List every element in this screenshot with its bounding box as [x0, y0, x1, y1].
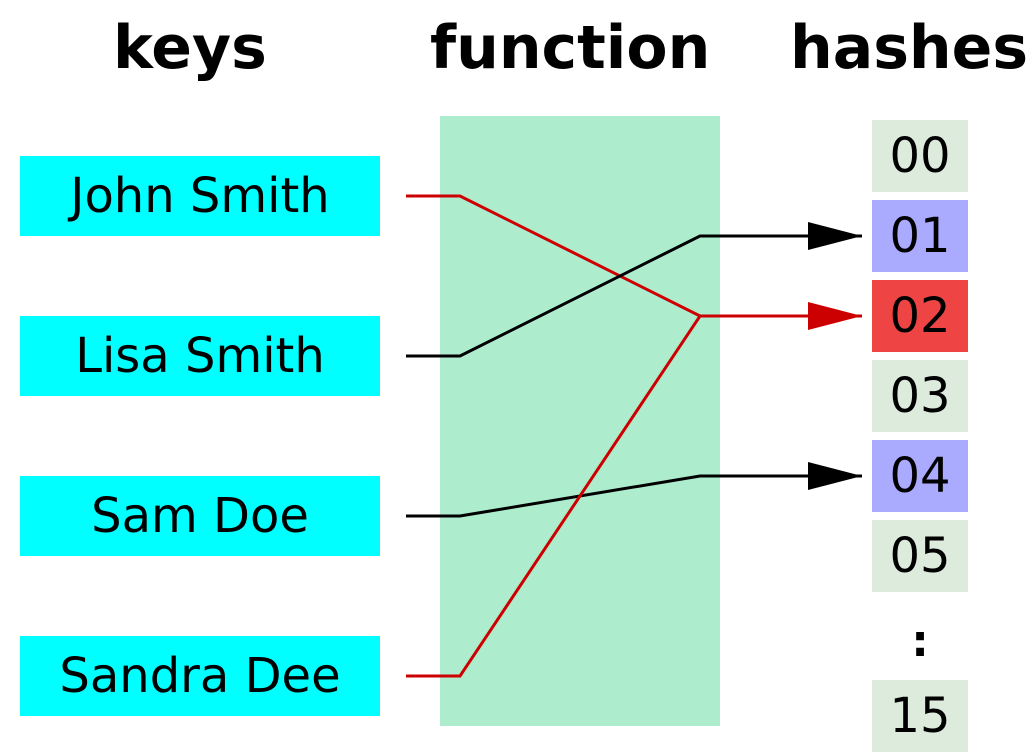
hash-function-region — [440, 116, 720, 726]
hash-cell-05: 05 — [872, 520, 968, 592]
hash-ellipsis: : — [911, 615, 929, 667]
arrow-john-smith-to-02 — [406, 194, 862, 318]
keys-heading: keys — [113, 13, 267, 83]
function-heading: function — [430, 13, 711, 83]
key-john-smith: John Smith — [20, 156, 380, 236]
key-lisa-smith: Lisa Smith — [20, 316, 380, 396]
hash-cell-03: 03 — [872, 360, 968, 432]
mapping-arrows — [406, 194, 862, 678]
key-sam-doe: Sam Doe — [20, 476, 380, 556]
hash-cell-00: 00 — [872, 120, 968, 192]
hashes-heading: hashes — [790, 13, 1029, 83]
arrow-sandra-dee-to-02 — [406, 302, 862, 678]
arrow-sam-doe-to-04 — [406, 462, 862, 518]
hash-cell-01: 01 — [872, 200, 968, 272]
hash-cell-04: 04 — [872, 440, 968, 512]
hash-cell-02: 02 — [872, 280, 968, 352]
key-sandra-dee: Sandra Dee — [20, 636, 380, 716]
arrow-lisa-smith-to-01 — [406, 222, 862, 358]
